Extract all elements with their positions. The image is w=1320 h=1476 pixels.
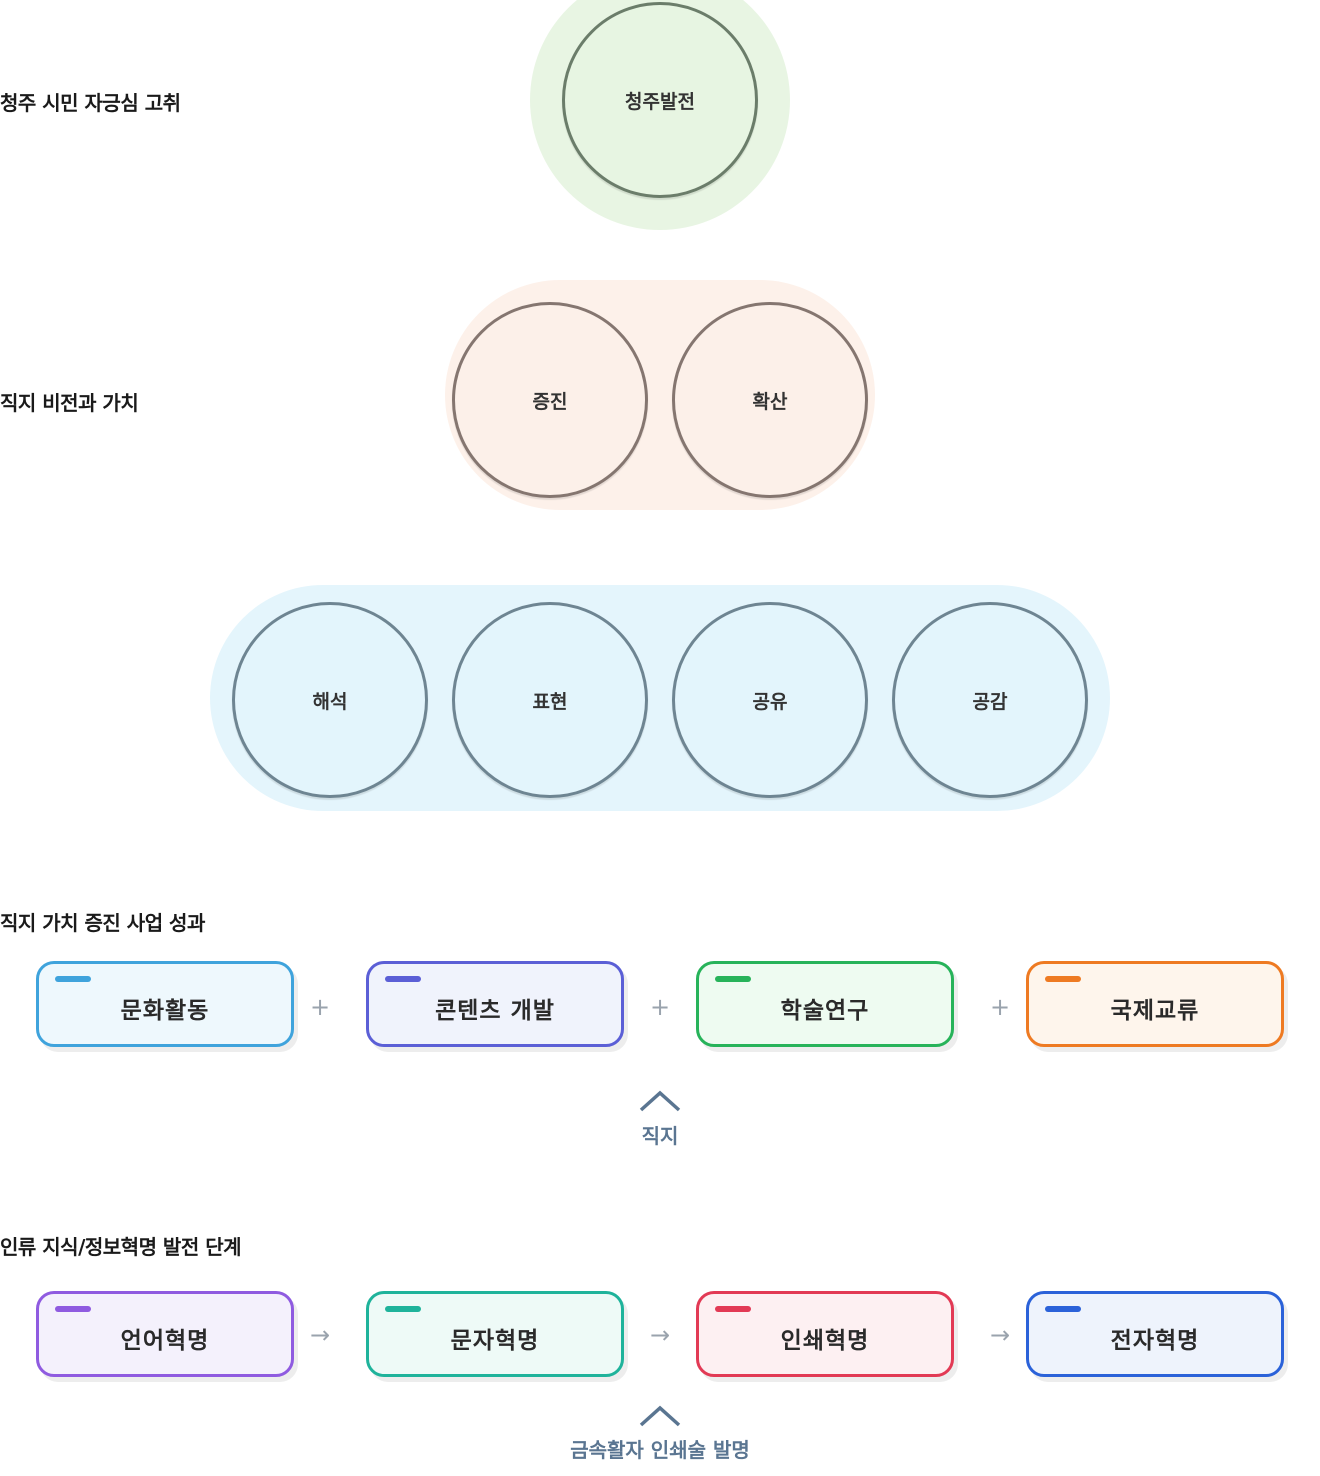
card-label: 국제교류 bbox=[1110, 998, 1200, 1024]
row-label-vision-middle: 직지 비전과 가치 bbox=[0, 391, 139, 415]
card-content-development: 콘텐츠 개발 bbox=[366, 961, 624, 1047]
card-international-exchange: 국제교류 bbox=[1026, 961, 1284, 1047]
circle-expression: 표현 bbox=[452, 602, 648, 798]
arrow-separator: → bbox=[649, 1321, 671, 1349]
card-tab bbox=[385, 1306, 421, 1312]
card-label: 문자혁명 bbox=[450, 1328, 540, 1354]
card-tab bbox=[385, 976, 421, 982]
card-tab bbox=[55, 1306, 91, 1312]
circle-empathy: 공감 bbox=[892, 602, 1088, 798]
arrow-separator: → bbox=[309, 1321, 331, 1349]
circle-promotion: 증진 bbox=[452, 302, 648, 498]
card-tab bbox=[715, 976, 751, 982]
card-academic-research: 학술연구 bbox=[696, 961, 954, 1047]
revolutions-title: 인류 지식/정보혁명 발전 단계 bbox=[0, 1235, 242, 1259]
card-writing-revolution: 문자혁명 bbox=[366, 1291, 624, 1377]
card-label: 전자혁명 bbox=[1110, 1328, 1200, 1354]
circle-spread: 확산 bbox=[672, 302, 868, 498]
card-label: 인쇄혁명 bbox=[780, 1328, 870, 1354]
card-tab bbox=[1045, 1306, 1081, 1312]
jikji-caret-label: 직지 bbox=[641, 1124, 679, 1148]
arrow-separator: → bbox=[989, 1321, 1011, 1349]
achievements-title: 직지 가치 증진 사업 성과 bbox=[0, 911, 205, 935]
circle-interpretation: 해석 bbox=[232, 602, 428, 798]
chevron-up-icon bbox=[639, 1090, 681, 1112]
card-language-revolution: 언어혁명 bbox=[36, 1291, 294, 1377]
plus-separator: + bbox=[989, 993, 1011, 1021]
circle-sharing: 공유 bbox=[672, 602, 868, 798]
card-tab bbox=[715, 1306, 751, 1312]
card-printing-revolution: 인쇄혁명 bbox=[696, 1291, 954, 1377]
card-label: 문화활동 bbox=[120, 998, 210, 1024]
card-electronic-revolution: 전자혁명 bbox=[1026, 1291, 1284, 1377]
card-culture-activity: 문화활동 bbox=[36, 961, 294, 1047]
card-tab bbox=[55, 976, 91, 982]
row-label-vision-top: 청주 시민 자긍심 고취 bbox=[0, 91, 181, 115]
circle-cheongju-development: 청주발전 bbox=[562, 2, 758, 198]
card-tab bbox=[1045, 976, 1081, 982]
card-label: 학술연구 bbox=[780, 998, 870, 1024]
metal-type-caret-label: 금속활자 인쇄술 발명 bbox=[570, 1438, 750, 1462]
card-label: 언어혁명 bbox=[120, 1328, 210, 1354]
plus-separator: + bbox=[649, 993, 671, 1021]
card-label: 콘텐츠 개발 bbox=[435, 998, 555, 1024]
chevron-up-icon bbox=[639, 1405, 681, 1427]
plus-separator: + bbox=[309, 993, 331, 1021]
